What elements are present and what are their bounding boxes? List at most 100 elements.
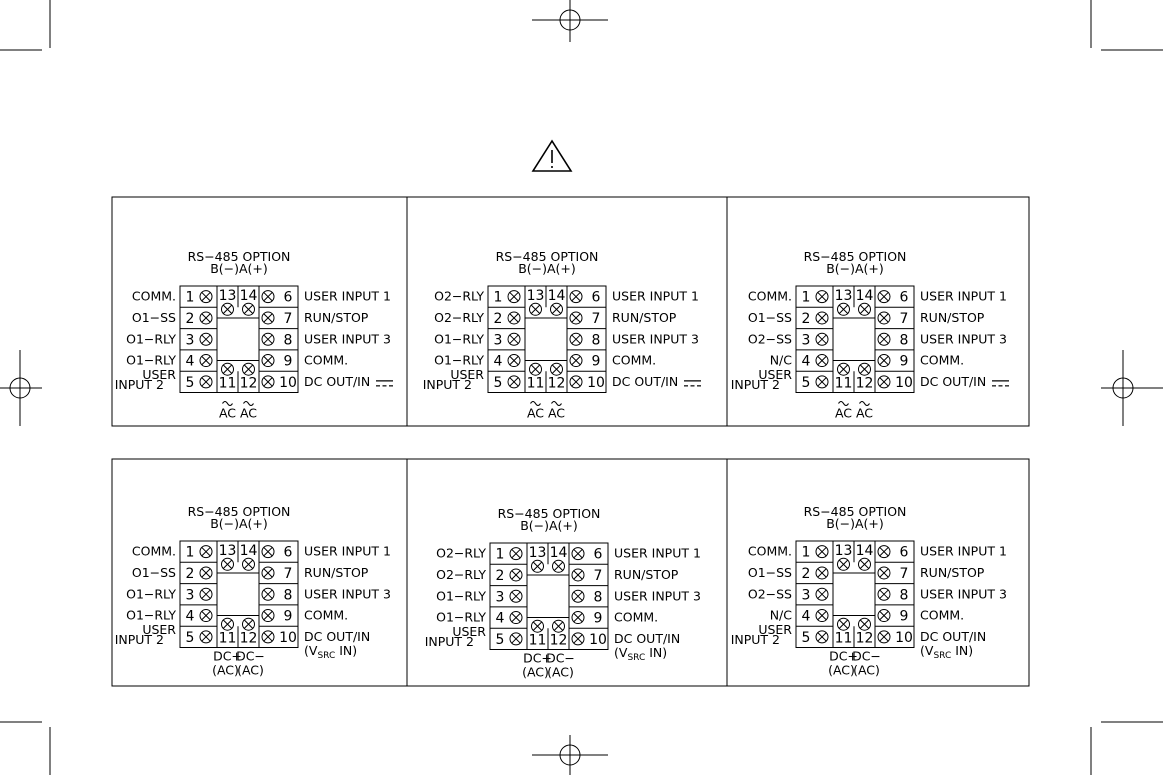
terminal-number: 6	[284, 545, 293, 561]
left-terminal-label: O1−RLY	[126, 353, 176, 368]
right-terminal-label: USER INPUT 1	[612, 289, 699, 304]
vsrc-note: (VSRC IN)	[614, 645, 667, 663]
right-terminal-label: RUN/STOP	[304, 310, 369, 325]
screw-terminal-icon	[261, 609, 275, 623]
terminal-number: 10	[895, 630, 913, 646]
screw-terminal-icon	[221, 362, 234, 376]
rs485-option-label: RS−485 OPTION	[496, 249, 599, 264]
screw-terminal-icon	[529, 362, 542, 376]
screw-terminal-icon	[261, 290, 275, 304]
right-terminal-label: USER INPUT 3	[614, 588, 701, 603]
screw-terminal-icon	[199, 630, 213, 644]
screw-terminal-icon	[571, 589, 585, 603]
screw-terminal-icon	[199, 566, 213, 580]
screw-terminal-icon	[261, 354, 275, 368]
right-terminal-label: USER INPUT 1	[920, 289, 1007, 304]
dc-symbol-icon	[376, 380, 393, 387]
screw-terminal-icon	[261, 545, 275, 559]
terminal-number: 12	[856, 631, 874, 647]
right-terminal-label: DC OUT/IN	[920, 374, 986, 389]
terminal-number: 5	[496, 632, 505, 648]
terminal-number: 4	[802, 609, 811, 625]
terminal-number: 14	[240, 288, 258, 304]
left-terminal-label: O1−RLY	[436, 610, 486, 625]
terminal-number: 2	[186, 311, 195, 327]
terminal-number: 3	[802, 587, 811, 603]
terminal-number: 4	[802, 354, 811, 370]
bus-polarity-label: B(−)A(+)	[826, 261, 884, 276]
terminal-number: 1	[494, 290, 503, 306]
right-terminal-label: USER INPUT 3	[920, 586, 1007, 601]
terminal-number: 1	[802, 290, 811, 306]
screw-terminal-icon	[815, 332, 829, 346]
terminal-number: 6	[900, 545, 909, 561]
left-terminal-label: O1−SS	[132, 310, 176, 325]
screw-terminal-icon	[815, 290, 829, 304]
screw-terminal-icon	[242, 617, 255, 631]
terminal-number: 7	[900, 566, 909, 582]
user-input-2-label: INPUT 2	[423, 377, 472, 392]
screw-terminal-icon	[837, 362, 850, 376]
ac-alt-label: (AC)	[522, 665, 549, 680]
screw-terminal-icon	[507, 332, 521, 346]
terminal-number: 9	[594, 611, 603, 627]
right-terminal-label: DC OUT/IN	[304, 629, 370, 644]
dc-symbol-icon	[992, 380, 1009, 387]
right-terminal-label: USER INPUT 3	[920, 331, 1007, 346]
ac-alt-label: (AC)	[237, 663, 264, 678]
terminal-number: 14	[550, 545, 568, 561]
screw-terminal-icon	[569, 311, 583, 325]
terminal-number: 1	[496, 547, 505, 563]
right-terminal-label: COMM.	[920, 608, 964, 623]
screw-terminal-icon	[877, 311, 891, 325]
terminal-number: 11	[219, 631, 237, 647]
left-terminal-label: O1−RLY	[436, 588, 486, 603]
registration-mark-left	[0, 350, 42, 426]
screw-terminal-icon	[221, 617, 234, 631]
terminal-number: 6	[284, 290, 293, 306]
screw-terminal-icon	[571, 611, 585, 625]
registration-mark-right	[1101, 350, 1163, 426]
screw-terminal-icon	[858, 302, 871, 316]
terminal-number: 13	[527, 288, 545, 304]
terminal-number: 5	[802, 630, 811, 646]
left-terminal-label: N/C	[770, 353, 793, 368]
terminal-number: 11	[835, 631, 853, 647]
terminal-number: 7	[900, 311, 909, 327]
terminal-number: 7	[284, 566, 293, 582]
terminal-number: 14	[240, 543, 258, 559]
screw-terminal-icon	[877, 566, 891, 580]
screw-terminal-icon	[199, 587, 213, 601]
screw-terminal-icon	[550, 302, 563, 316]
screw-terminal-icon	[507, 311, 521, 325]
ac-supply-label: AC	[548, 406, 565, 421]
terminal-number: 4	[496, 611, 505, 627]
right-terminal-label: RUN/STOP	[614, 567, 679, 582]
dc-supply-label: DC−	[236, 649, 265, 664]
terminal-number: 6	[592, 290, 601, 306]
screw-terminal-icon	[199, 332, 213, 346]
screw-terminal-icon	[507, 290, 521, 304]
screw-terminal-icon	[569, 375, 583, 389]
terminal-number: 5	[186, 375, 195, 391]
screw-terminal-icon	[261, 332, 275, 346]
terminal-number: 10	[279, 630, 297, 646]
terminal-number: 3	[802, 332, 811, 348]
terminal-number: 13	[835, 288, 853, 304]
user-input-2-label: INPUT 2	[115, 377, 164, 392]
right-terminal-label: DC OUT/IN	[612, 374, 678, 389]
left-terminal-label: O1−RLY	[126, 331, 176, 346]
screw-terminal-icon	[569, 354, 583, 368]
terminal-number: 3	[186, 332, 195, 348]
ac-supply-label: AC	[835, 406, 852, 421]
screw-terminal-icon	[221, 557, 234, 571]
left-terminal-label: O1−RLY	[434, 331, 484, 346]
screw-terminal-icon	[877, 354, 891, 368]
screw-terminal-icon	[531, 559, 544, 573]
rs485-option-label: RS−485 OPTION	[188, 504, 291, 519]
terminal-number: 1	[186, 545, 195, 561]
